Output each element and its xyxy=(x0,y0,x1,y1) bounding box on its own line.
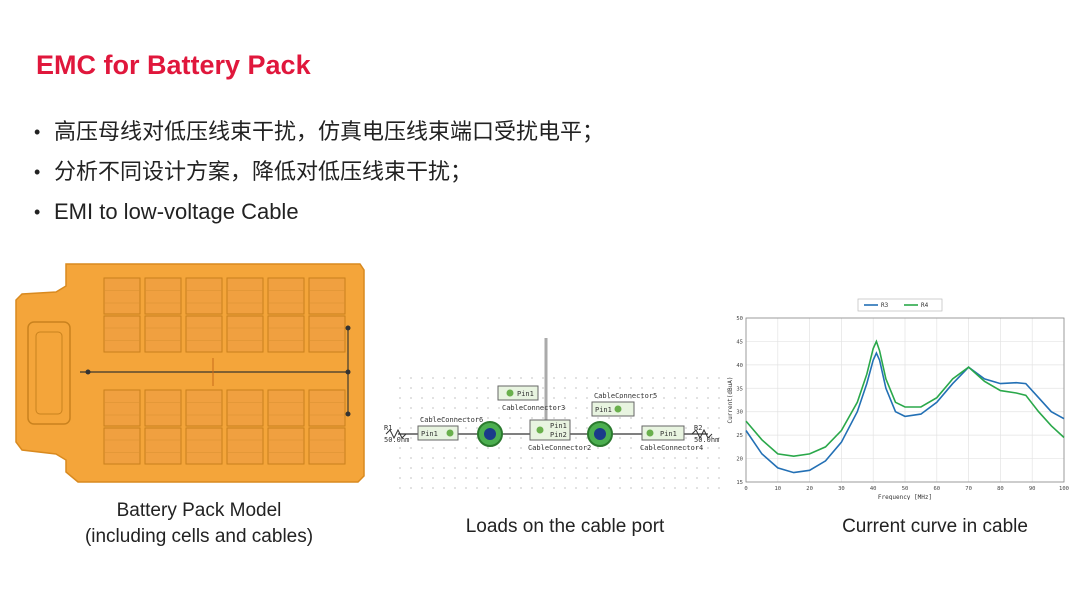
connector-box[interactable]: Pin1 xyxy=(417,425,459,441)
svg-text:Pin1: Pin1 xyxy=(517,390,534,398)
battery-cell xyxy=(185,315,223,353)
connector-label: CableConnector6 xyxy=(420,416,483,424)
pack-caption-line1: Battery Pack Model xyxy=(116,500,282,521)
y-tick-label: 30 xyxy=(736,410,743,416)
battery-cell xyxy=(144,277,182,315)
battery-cell xyxy=(308,427,346,465)
x-tick-label: 100 xyxy=(1059,486,1069,492)
svg-text:Pin1: Pin1 xyxy=(595,406,612,414)
y-tick-label: 40 xyxy=(736,363,743,369)
battery-cell xyxy=(267,389,305,427)
legend-label: R3 xyxy=(881,302,889,309)
bullet-text: 高压母线对低压线束干扰，仿真电压线束端口受扰电平； xyxy=(54,119,605,144)
battery-cell xyxy=(308,277,346,315)
plot-frame xyxy=(745,317,1065,483)
x-tick-label: 20 xyxy=(806,486,813,492)
battery-cell xyxy=(103,315,141,353)
bullet-dot-icon: • xyxy=(34,162,41,182)
battery-cell xyxy=(185,277,223,315)
bullet-text: 分析不同设计方案，降低对低压线束干扰； xyxy=(54,159,473,184)
battery-cell xyxy=(226,277,264,315)
y-tick-label: 15 xyxy=(736,480,743,486)
battery-cell xyxy=(103,389,141,427)
bullet-dot-icon: • xyxy=(34,202,41,222)
battery-pack-model-image xyxy=(15,263,365,483)
series-line-R3 xyxy=(745,351,1065,474)
battery-cell xyxy=(267,277,305,315)
x-tick-label: 40 xyxy=(870,486,877,492)
series-line-R4 xyxy=(745,339,1065,458)
battery-cell xyxy=(267,315,305,353)
svg-text:Pin2: Pin2 xyxy=(550,431,567,439)
resistor-right-value: 50.0hm xyxy=(694,436,719,444)
slide-title: EMC for Battery Pack xyxy=(36,50,311,80)
x-tick-label: 0 xyxy=(744,486,747,492)
cable-schematic-diagram: R1 50.0hm R2 50.0hm Pin1 CableConnector3… xyxy=(384,338,720,489)
x-tick-label: 80 xyxy=(997,486,1004,492)
x-tick-label: 90 xyxy=(1029,486,1036,492)
y-axis-label: Current(dBuA) xyxy=(727,377,734,424)
y-tick-label: 25 xyxy=(736,433,743,439)
resistor-left-value: 50.0hm xyxy=(384,436,409,444)
y-tick-label: 50 xyxy=(736,316,743,322)
connector-label: CableConnector4 xyxy=(640,444,703,452)
battery-cell xyxy=(103,277,141,315)
battery-cell xyxy=(185,389,223,427)
legend-label: R4 xyxy=(921,302,929,309)
bullet-list: • 高压母线对低压线束干扰，仿真电压线束端口受扰电平； • 分析不同设计方案，降低对… xyxy=(34,112,604,232)
x-axis-label: Frequency [MHz] xyxy=(878,494,932,500)
resistor-left-label: R1 xyxy=(384,424,392,432)
connector-label: CableConnector3 xyxy=(502,404,565,412)
bullet-item: • 分析不同设计方案，降低对低压线束干扰； xyxy=(34,152,604,192)
resistor-right-label: R2 xyxy=(694,424,702,432)
y-tick-label: 45 xyxy=(736,339,743,345)
svg-text:Pin1: Pin1 xyxy=(421,430,438,438)
y-tick-label: 35 xyxy=(736,386,743,392)
chart-legend: R3 R4 xyxy=(857,298,943,312)
current-caption: Current curve in cable xyxy=(842,516,1028,537)
connector-label: CableConnector2 xyxy=(528,444,591,452)
current-curve-chart: 15 20 25 30 35 40 45 50 0 10 20 30 40 50 60 70 80 90 100Fr… xyxy=(727,298,1069,500)
battery-cell xyxy=(226,389,264,427)
x-tick-label: 60 xyxy=(933,486,940,492)
svg-text:Pin1: Pin1 xyxy=(550,422,567,430)
battery-cell xyxy=(226,315,264,353)
battery-cell xyxy=(144,427,182,465)
pack-caption: Battery Pack Model (including cells and … xyxy=(58,498,340,550)
connector-label: CableConnector5 xyxy=(594,392,657,400)
battery-cell xyxy=(308,315,346,353)
bullet-text: EMI to low-voltage Cable xyxy=(54,199,299,224)
x-tick-label: 70 xyxy=(965,486,972,492)
connector-box[interactable]: Pin1 xyxy=(497,385,539,401)
x-tick-label: 50 xyxy=(902,486,909,492)
bullet-item: • EMI to low-voltage Cable xyxy=(34,192,604,232)
connector-box[interactable]: Pin1 xyxy=(641,425,685,441)
battery-cell xyxy=(103,427,141,465)
x-tick-label: 10 xyxy=(774,486,781,492)
loads-caption: Loads on the cable port xyxy=(465,516,665,537)
x-tick-label: 30 xyxy=(838,486,845,492)
battery-cell xyxy=(226,427,264,465)
y-tick-label: 20 xyxy=(736,457,743,463)
battery-cell xyxy=(267,427,305,465)
pack-caption-line2: (including cells and cables) xyxy=(84,526,314,547)
connector-box[interactable]: Pin1 xyxy=(591,401,635,417)
battery-cell xyxy=(185,427,223,465)
battery-cell xyxy=(308,389,346,427)
battery-cell xyxy=(144,315,182,353)
bullet-dot-icon: • xyxy=(34,122,41,142)
bullet-item: • 高压母线对低压线束干扰，仿真电压线束端口受扰电平； xyxy=(34,112,604,152)
battery-cell xyxy=(144,389,182,427)
svg-text:Pin1: Pin1 xyxy=(660,430,677,438)
